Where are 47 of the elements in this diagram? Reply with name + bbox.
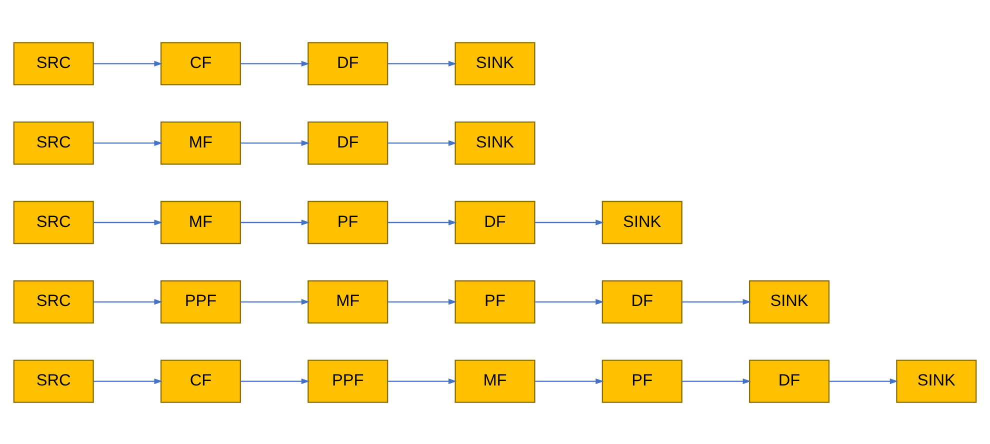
arrow [240,298,310,304]
node-box: PPF [160,280,242,323]
node-box: PF [308,200,388,244]
node-box: PF [602,359,682,402]
arrow [94,298,162,304]
arrow [388,378,457,384]
node-box: SINK [454,42,536,85]
arrow [829,378,898,384]
arrow [94,378,162,384]
node-box: SINK [602,200,682,244]
arrow [240,60,310,66]
node-box: SRC [13,42,94,85]
node-box: MF [160,200,242,244]
arrow [534,219,604,225]
node-box: DF [308,121,388,164]
arrow [94,140,162,146]
node-box: SINK [748,280,830,323]
node-box: SRC [13,359,94,402]
node-box: DF [454,200,536,244]
node-box: DF [602,280,682,323]
node-box: DF [748,359,830,402]
node-box: SRC [13,200,94,244]
arrow [388,140,457,146]
arrow [682,378,751,384]
node-box: SRC [13,121,94,164]
arrow [240,378,310,384]
arrow [388,219,457,225]
node-box: DF [308,42,388,85]
node-box: SINK [454,121,536,164]
arrow [388,298,457,304]
arrow [534,298,604,304]
node-box: SINK [896,359,977,402]
arrow [94,60,162,66]
arrow [534,378,604,384]
arrow [682,298,751,304]
node-box: MF [454,359,536,402]
node-box: SRC [13,280,94,323]
arrow [240,140,310,146]
node-box: PF [454,280,536,323]
node-box: CF [160,359,242,402]
arrow [240,219,310,225]
arrow [388,60,457,66]
node-box: PPF [308,359,388,402]
node-box: MF [308,280,388,323]
node-box: MF [160,121,242,164]
arrow [94,219,162,225]
node-box: CF [160,42,242,85]
